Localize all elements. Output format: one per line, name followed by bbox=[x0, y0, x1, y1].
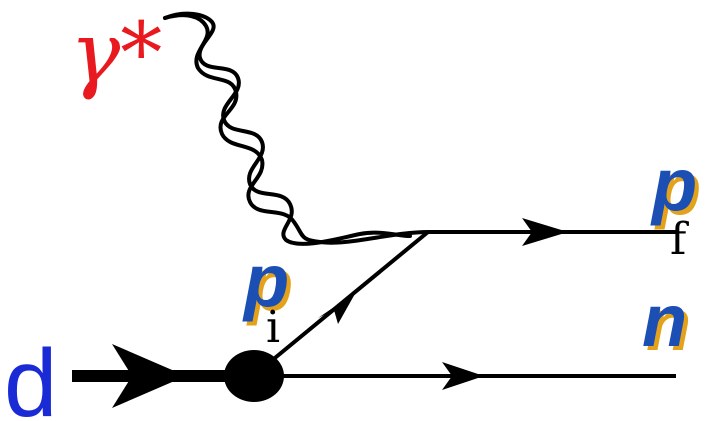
final-proton-label: p bbox=[650, 143, 697, 226]
photon-label: γ* bbox=[70, 4, 162, 102]
deuteron-label: d bbox=[4, 330, 57, 421]
final-proton-subscript: f bbox=[670, 214, 689, 265]
final-proton-arrow bbox=[522, 218, 568, 246]
deuteron-arrow bbox=[112, 344, 186, 408]
initial-proton-subscript: i bbox=[266, 302, 280, 353]
initial-proton-label-shadow: p bbox=[246, 243, 293, 326]
neutron-label-shadow: n bbox=[646, 283, 691, 366]
initial-proton-label: p bbox=[242, 239, 289, 322]
final-proton-label-shadow: p bbox=[654, 147, 701, 230]
neutron-label: n bbox=[642, 279, 687, 362]
initial-proton-arrow bbox=[318, 292, 356, 324]
neutron-arrow bbox=[442, 362, 484, 390]
photon-propagator-segment bbox=[163, 13, 430, 245]
